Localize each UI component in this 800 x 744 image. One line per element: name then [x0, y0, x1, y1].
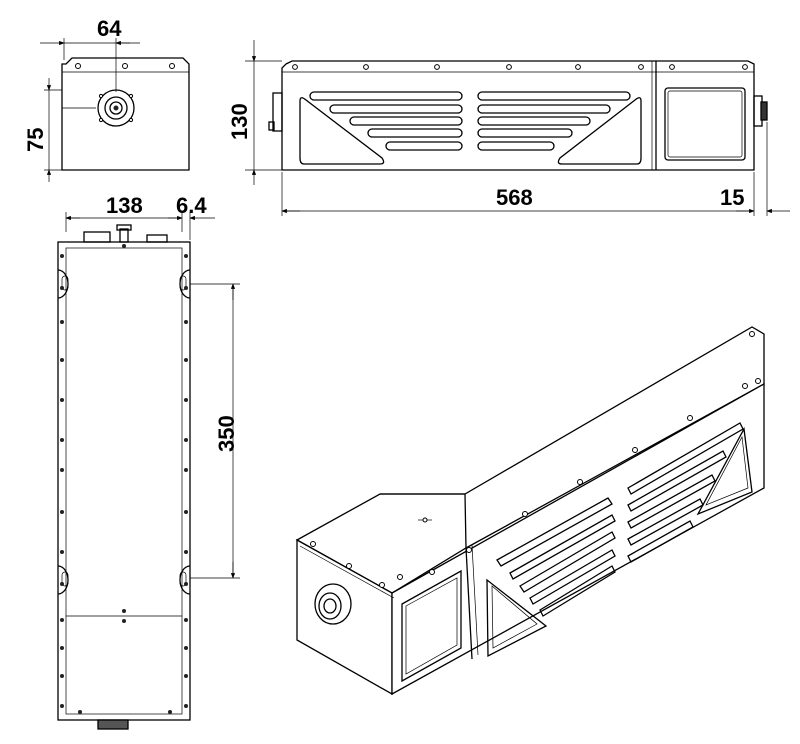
screw-hole	[60, 510, 64, 514]
dim-top-width: 138	[106, 193, 143, 218]
screw-hole	[60, 286, 64, 290]
screw-hole	[60, 358, 64, 362]
screw-hole	[60, 320, 64, 324]
screw-hole	[60, 618, 64, 622]
top-view-screws	[60, 244, 188, 714]
screw-hole	[60, 674, 64, 678]
screw-hole	[184, 438, 188, 442]
top-view	[57, 224, 191, 730]
screw-hole	[122, 244, 126, 248]
screw-hole	[184, 286, 188, 290]
end-view	[40, 38, 190, 182]
dim-length: 568	[496, 185, 533, 210]
screw-hole	[60, 582, 64, 586]
screw-hole	[122, 619, 126, 623]
screw-hole	[184, 358, 188, 362]
dim-hole-spacing: 350	[214, 415, 239, 452]
screw-hole	[168, 710, 172, 714]
screw-hole	[184, 468, 188, 472]
screw-hole	[184, 510, 188, 514]
screw-hole	[184, 704, 188, 708]
screw-hole	[60, 704, 64, 708]
screw-hole	[78, 710, 82, 714]
screw-hole	[184, 254, 188, 258]
screw-hole	[60, 254, 64, 258]
screw-hole	[184, 582, 188, 586]
screw-hole	[184, 646, 188, 650]
dim-end-height: 75	[23, 128, 48, 152]
dim-top-offset: 6.4	[176, 193, 207, 218]
screw-hole	[184, 398, 188, 402]
screw-hole	[184, 674, 188, 678]
dim-connector-offset: 15	[720, 185, 744, 210]
isometric-view	[295, 326, 765, 696]
top-view-dims	[65, 212, 240, 579]
screw-hole	[60, 438, 64, 442]
screw-hole	[184, 320, 188, 324]
screw-hole	[184, 618, 188, 622]
screw-hole	[60, 646, 64, 650]
screw-hole	[122, 609, 126, 613]
screw-hole	[60, 550, 64, 554]
side-view	[245, 40, 790, 216]
dim-end-width: 64	[97, 16, 122, 41]
screw-hole	[60, 468, 64, 472]
dim-side-height: 130	[227, 103, 252, 140]
screw-hole	[60, 398, 64, 402]
screw-hole	[184, 550, 188, 554]
